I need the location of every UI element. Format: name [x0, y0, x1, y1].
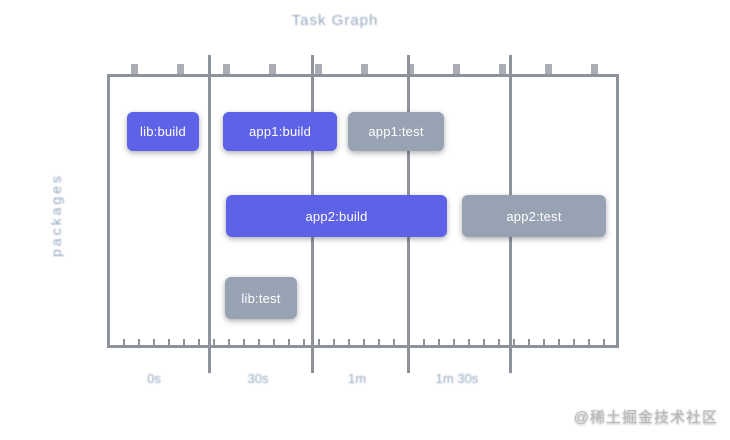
top-ruler-ticks	[110, 64, 616, 74]
task-bar-app1-test: app1:test	[348, 112, 444, 151]
task-bar-app1-build: app1:build	[223, 112, 337, 151]
x-axis-tick-label-2: 30s	[247, 371, 269, 386]
juejin-watermark: @稀土掘金技术社区	[573, 409, 718, 426]
task-bar-app2-build: app2:build	[226, 195, 447, 237]
bottom-ruler-ticks	[110, 339, 616, 347]
task-bar-app2-test: app2:test	[462, 195, 606, 237]
x-axis-tick-label-1: 0s	[147, 371, 161, 386]
task-bar-lib-build: lib:build	[127, 112, 199, 151]
task-bar-lib-test: lib:test	[225, 277, 297, 319]
vertical-gridline-1	[207, 55, 211, 373]
y-axis-label: packages	[48, 173, 64, 257]
x-axis-tick-label-3: 1m	[347, 371, 367, 386]
x-axis-tick-label-4: 1m 30s	[435, 371, 479, 386]
chart-title: Task Graph	[291, 12, 379, 29]
